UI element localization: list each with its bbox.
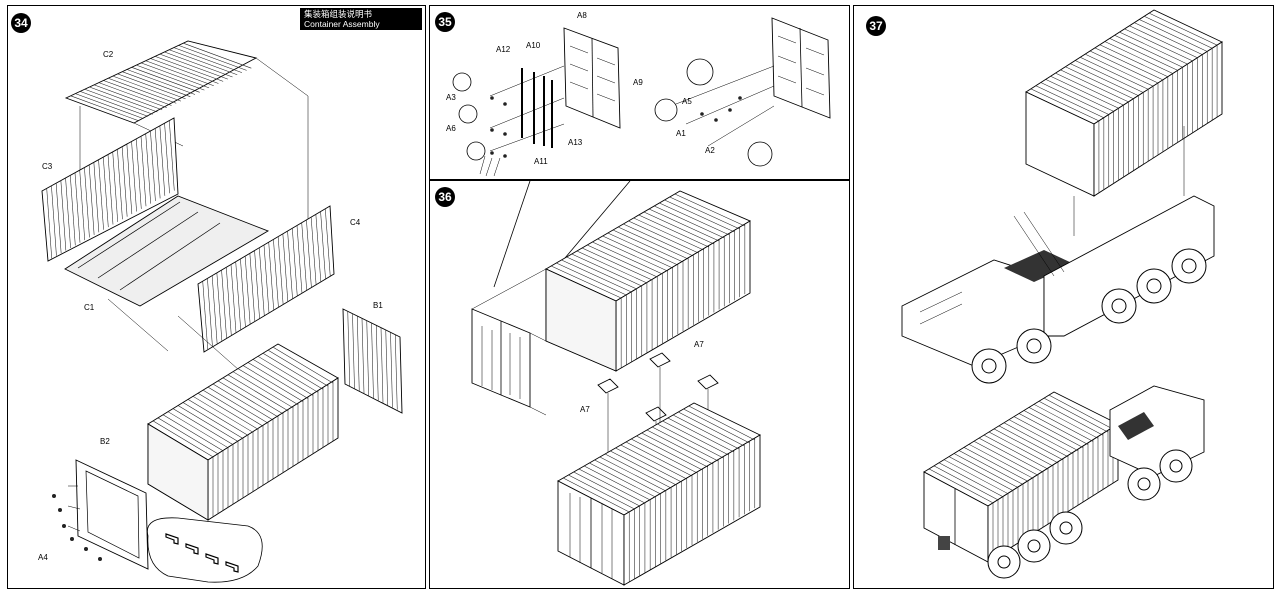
label-a11: A11 — [534, 157, 548, 166]
label-a5: A5 — [682, 97, 692, 106]
header-title-en: Container Assembly Instructions — [304, 19, 380, 39]
header-title-cn: 集装箱组装说明书 — [304, 9, 373, 19]
step-36-panel: 36 — [429, 180, 850, 589]
step-36-drawing — [471, 181, 761, 586]
step-36-number: 36 — [435, 187, 455, 207]
step-34-panel: 34 集装箱组装说明书 Container Assembly Instructi… — [7, 5, 426, 589]
label-a7-top: A7 — [694, 340, 704, 349]
label-b2: B2 — [100, 437, 110, 446]
label-a2: A2 — [705, 146, 715, 155]
step-34-number: 34 — [11, 13, 31, 33]
label-c4: C4 — [350, 218, 361, 227]
step-34-drawing — [41, 40, 403, 583]
step-37-panel: 37 — [853, 5, 1274, 589]
label-a12: A12 — [496, 45, 511, 54]
step-37-drawing — [901, 9, 1223, 579]
label-a8: A8 — [577, 11, 587, 20]
instructions-header: 集装箱组装说明书 Container Assembly Instructions — [300, 8, 422, 39]
label-a13: A13 — [568, 138, 583, 147]
step-35-panel: 35 — [429, 5, 850, 180]
label-a4: A4 — [38, 553, 48, 562]
label-a10: A10 — [526, 41, 541, 50]
label-c3: C3 — [42, 162, 53, 171]
label-a1: A1 — [676, 129, 686, 138]
label-a7-left: A7 — [580, 405, 590, 414]
step-35-drawing — [452, 17, 831, 177]
step-35-number: 35 — [435, 12, 455, 32]
label-c2: C2 — [103, 50, 114, 59]
label-c1: C1 — [84, 303, 95, 312]
label-a6: A6 — [446, 124, 456, 133]
step-37-number: 37 — [866, 16, 886, 36]
label-a9: A9 — [633, 78, 643, 87]
label-a3: A3 — [446, 93, 456, 102]
label-b1: B1 — [373, 301, 383, 310]
